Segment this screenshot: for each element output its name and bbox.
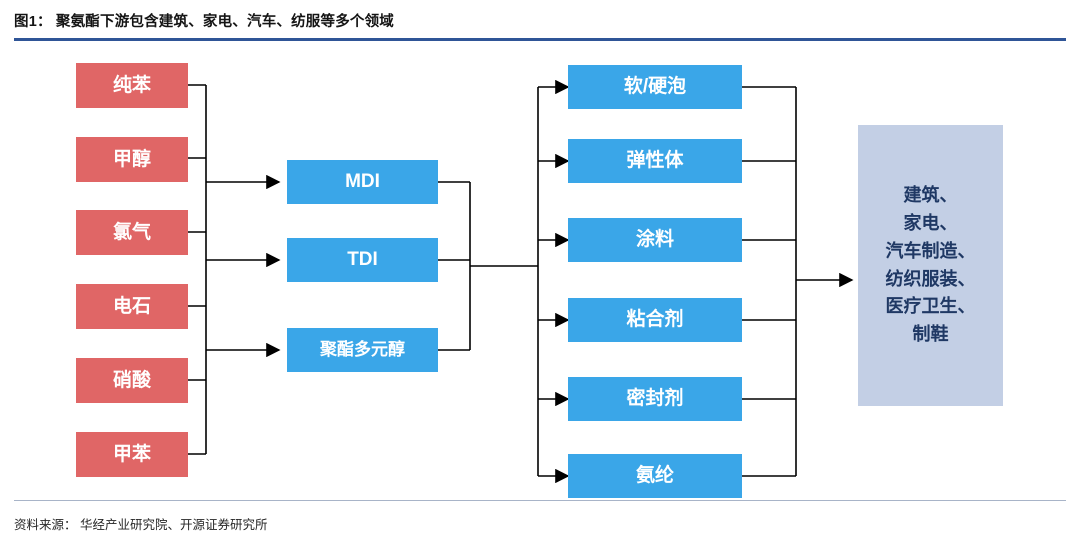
node-label: 弹性体 (626, 150, 684, 172)
node-product[interactable]: 密封剂 (568, 377, 742, 421)
footer-divider (14, 500, 1066, 501)
node-label: 聚酯多元醇 (320, 340, 405, 360)
source-note: 资料来源： 华经产业研究院、开源证券研究所 (14, 518, 268, 532)
node-label: 密封剂 (626, 388, 684, 410)
node-raw-material[interactable]: 甲苯 (76, 432, 188, 477)
node-label: 甲苯 (112, 443, 151, 465)
node-label: 粘合剂 (626, 309, 684, 331)
node-raw-material[interactable]: 纯苯 (76, 63, 188, 108)
node-label: 硝酸 (112, 369, 151, 391)
node-raw-material[interactable]: 甲醇 (76, 137, 188, 182)
node-label: 氨纶 (635, 465, 674, 487)
node-product[interactable]: 弹性体 (568, 139, 742, 183)
node-label: 纯苯 (112, 74, 151, 96)
title-divider (14, 38, 1066, 41)
application-line: 建筑、 (903, 184, 958, 205)
node-label: MDI (345, 171, 380, 193)
node-label: 氯气 (112, 221, 151, 243)
node-label: TDI (347, 249, 378, 271)
application-line: 医疗卫生、 (885, 296, 976, 317)
node-label: 软/硬泡 (623, 76, 687, 98)
node-product[interactable]: 涂料 (568, 218, 742, 262)
application-line: 纺织服装、 (885, 268, 976, 289)
node-applications[interactable]: 建筑、 家电、 汽车制造、 纺织服装、 医疗卫生、 制鞋 (858, 125, 1003, 406)
application-line: 家电、 (903, 212, 958, 233)
node-label: 甲醇 (112, 148, 151, 170)
node-label: 电石 (112, 295, 151, 317)
node-product[interactable]: 软/硬泡 (568, 65, 742, 109)
page-title: 图1： 聚氨酯下游包含建筑、家电、汽车、纺服等多个领域 (14, 14, 394, 30)
node-raw-material[interactable]: 硝酸 (76, 358, 188, 403)
node-raw-material[interactable]: 电石 (76, 284, 188, 329)
node-product[interactable]: 粘合剂 (568, 298, 742, 342)
node-intermediate[interactable]: TDI (287, 238, 438, 282)
diagram-canvas: 纯苯 甲醇 氯气 电石 硝酸 甲苯 MDI TDI 聚酯多元醇 软/硬泡 弹性体… (0, 42, 1080, 498)
application-line: 汽车制造、 (885, 240, 976, 261)
node-intermediate[interactable]: MDI (287, 160, 438, 204)
application-line: 制鞋 (912, 324, 949, 345)
node-intermediate[interactable]: 聚酯多元醇 (287, 328, 438, 372)
node-label: 涂料 (635, 229, 674, 251)
node-product[interactable]: 氨纶 (568, 454, 742, 498)
node-raw-material[interactable]: 氯气 (76, 210, 188, 255)
